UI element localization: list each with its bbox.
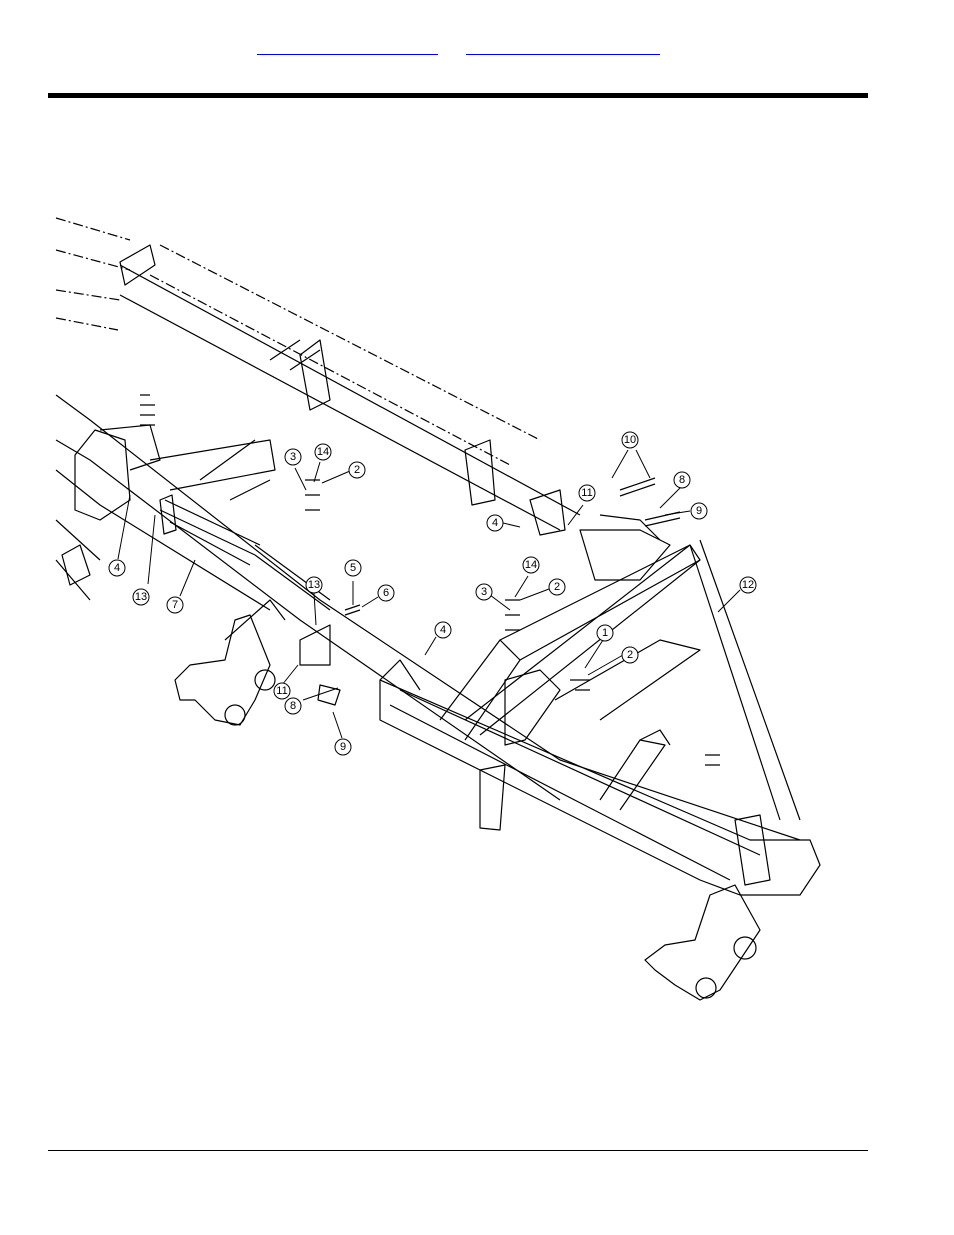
callout-label: 14 [525, 559, 537, 571]
callout-label: 13 [135, 591, 147, 603]
callout-label: 2 [354, 464, 360, 476]
callout-label: 14 [317, 446, 329, 458]
callout-label: 8 [679, 474, 685, 486]
callout-label: 10 [624, 434, 636, 446]
callout-label: 1 [602, 627, 608, 639]
callout-label: 9 [696, 505, 702, 517]
callout-label: 6 [383, 587, 389, 599]
callout-label: 8 [290, 700, 296, 712]
callout-label: 9 [340, 741, 346, 753]
callout-label: 3 [481, 586, 487, 598]
footer-rule [48, 1150, 868, 1151]
callout-label: 5 [350, 562, 356, 574]
callout-label: 4 [440, 624, 446, 636]
callout-label: 3 [290, 451, 296, 463]
callout-label: 2 [554, 581, 560, 593]
callout-label: 13 [308, 579, 320, 591]
callout-label: 11 [581, 487, 592, 499]
callout-label: 4 [114, 562, 120, 574]
callout-label: 7 [172, 599, 178, 611]
callout-label: 4 [492, 517, 498, 529]
callout-label: 12 [742, 579, 754, 591]
callout-label: 2 [627, 649, 633, 661]
callout-label: 11 [276, 685, 287, 697]
